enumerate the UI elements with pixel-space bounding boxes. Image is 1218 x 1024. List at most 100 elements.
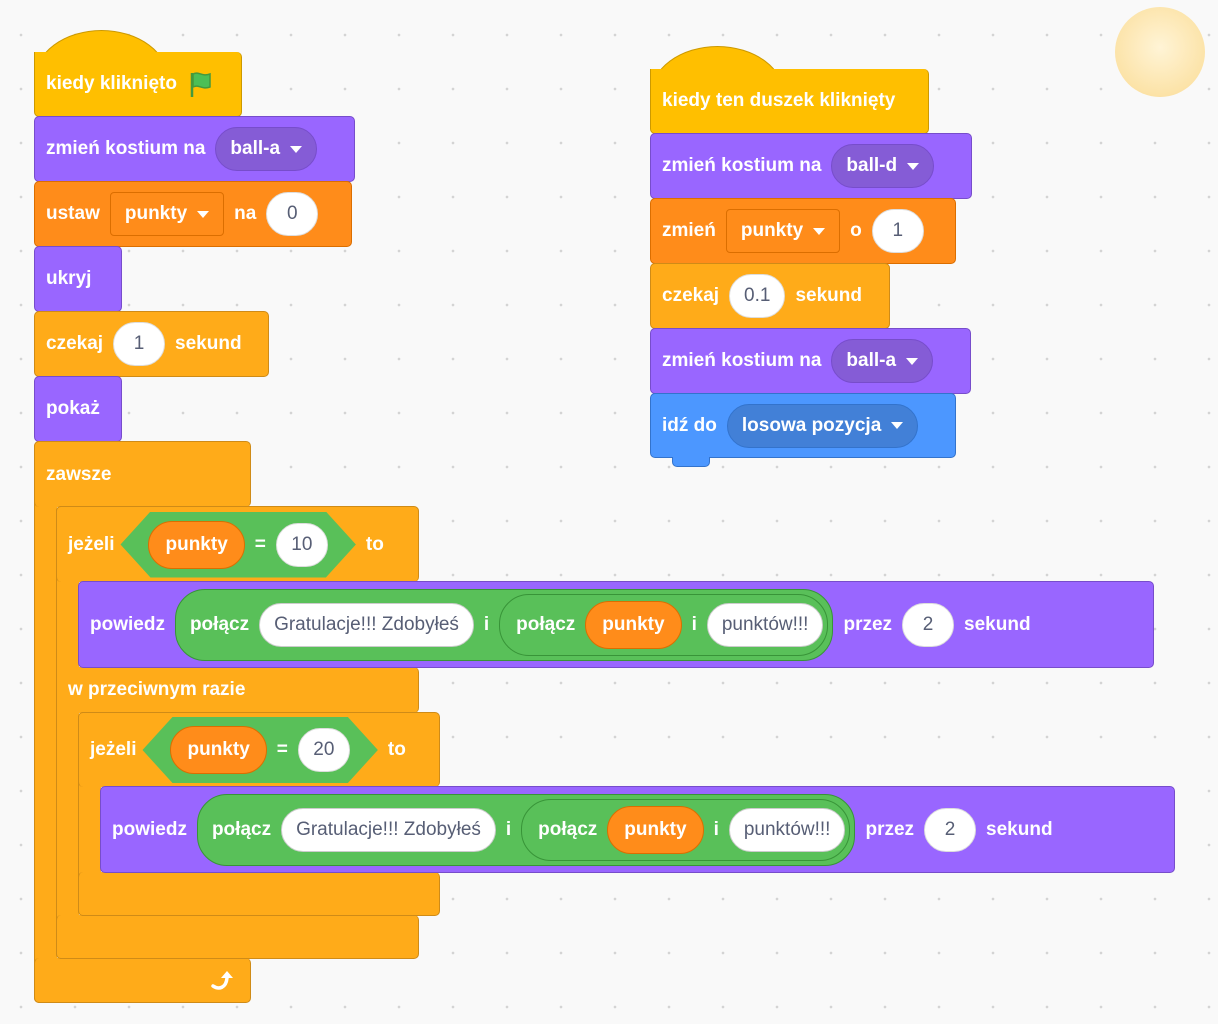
block-label: i: [505, 818, 512, 840]
dropdown-value: ball-a: [230, 138, 281, 159]
chevron-down-icon: [290, 145, 303, 153]
block-label: czekaj: [46, 333, 104, 354]
block-label: ukryj: [46, 268, 92, 289]
chevron-down-icon: [906, 357, 919, 365]
costume-dropdown[interactable]: ball-a: [215, 127, 318, 171]
dropdown-value: ball-d: [846, 155, 898, 176]
seconds-input[interactable]: 0.1: [729, 274, 786, 318]
seconds-input[interactable]: 1: [113, 322, 166, 366]
green-flag-icon: [190, 72, 211, 97]
block-label: przez: [843, 613, 893, 635]
join-operator-inner[interactable]: połącz punkty i punktów!!!: [499, 593, 829, 656]
go-to-block[interactable]: idź do losowa pozycja: [650, 393, 956, 458]
join-operator-inner[interactable]: połącz punkty i punktów!!!: [521, 798, 851, 861]
dropdown-value: losowa pozycja: [741, 414, 882, 436]
equals-operator[interactable]: punkty = 20: [142, 717, 377, 783]
block-label: zmień kostium na: [662, 155, 822, 176]
block-label: w przeciwnym razie: [68, 679, 246, 700]
block-label: połącz: [516, 613, 576, 635]
chevron-down-icon: [197, 210, 210, 218]
block-label: powiedz: [90, 613, 165, 635]
text-input[interactable]: Gratulacje!!! Zdobyłeś: [281, 807, 496, 852]
dropdown-value: punkty: [124, 203, 188, 224]
switch-costume-block[interactable]: zmień kostium na ball-d: [650, 133, 972, 199]
costume-dropdown[interactable]: ball-d: [831, 144, 935, 188]
value-input[interactable]: 0: [266, 192, 319, 236]
block-label: połącz: [189, 613, 250, 635]
chevron-down-icon: [813, 227, 826, 235]
switch-costume-block[interactable]: zmień kostium na ball-a: [34, 116, 355, 182]
if-header[interactable]: jeżeli punkty = 10 to: [56, 506, 419, 582]
block-label: sekund: [795, 285, 862, 306]
block-label: przez: [865, 818, 915, 840]
costume-dropdown[interactable]: ball-a: [831, 339, 934, 383]
block-label: połącz: [211, 818, 272, 840]
if-header[interactable]: jeżeli punkty = 20 to: [78, 712, 440, 787]
show-block[interactable]: pokaż: [34, 376, 122, 442]
forever-arm: [34, 441, 57, 1003]
block-label: sekund: [175, 333, 242, 354]
say-for-secs-block[interactable]: powiedz połącz Gratulacje!!! Zdobyłeś i …: [100, 786, 1175, 873]
variable-dropdown[interactable]: punkty: [725, 209, 841, 253]
variable-reporter[interactable]: punkty: [607, 805, 704, 854]
forever-footer: [34, 958, 251, 1003]
wait-block[interactable]: czekaj 0.1 sekund: [650, 263, 890, 329]
chevron-down-icon: [907, 162, 920, 170]
block-label: idź do: [662, 414, 717, 436]
seconds-input[interactable]: 2: [902, 602, 955, 647]
text-input[interactable]: Gratulacje!!! Zdobyłeś: [259, 602, 474, 647]
forever-header[interactable]: zawsze: [34, 441, 251, 507]
say-for-secs-block[interactable]: powiedz połącz Gratulacje!!! Zdobyłeś i …: [78, 581, 1154, 668]
wait-block[interactable]: czekaj 1 sekund: [34, 311, 269, 377]
chevron-down-icon: [891, 422, 904, 429]
variable-reporter[interactable]: punkty: [585, 600, 682, 649]
block-label: i: [713, 818, 719, 840]
block-label: sekund: [986, 818, 1053, 840]
join-operator[interactable]: połącz Gratulacje!!! Zdobyłeś i połącz p…: [174, 588, 834, 661]
block-label: to: [365, 533, 384, 555]
else-label-row: w przeciwnym razie: [56, 667, 419, 713]
block-label: pokaż: [46, 398, 100, 419]
if-footer: [56, 915, 419, 959]
set-variable-block[interactable]: ustaw punkty na 0: [34, 181, 352, 247]
block-label: czekaj: [662, 285, 720, 306]
block-label: jeżeli: [90, 739, 137, 760]
variable-dropdown[interactable]: punkty: [109, 192, 225, 236]
block-label: zmień kostium na: [46, 138, 206, 159]
hide-block[interactable]: ukryj: [34, 246, 122, 312]
change-variable-block[interactable]: zmień punkty o 1: [650, 198, 956, 264]
block-label: to: [387, 739, 406, 760]
variable-reporter[interactable]: punkty: [170, 726, 266, 774]
block-label: kiedy ten duszek kliknięty: [662, 90, 896, 111]
text-input[interactable]: punktów!!!: [728, 807, 846, 852]
block-label: połącz: [538, 818, 598, 840]
equals-sign: =: [276, 739, 288, 760]
compare-value-input[interactable]: 20: [298, 728, 350, 772]
seconds-input[interactable]: 2: [924, 807, 977, 852]
position-dropdown[interactable]: losowa pozycja: [726, 403, 919, 448]
block-label: zawsze: [46, 463, 112, 485]
dropdown-value: ball-a: [846, 350, 897, 371]
when-flag-clicked-block[interactable]: kiedy kliknięto: [34, 52, 242, 117]
value-input[interactable]: 1: [871, 209, 924, 253]
compare-value-input[interactable]: 10: [276, 523, 328, 567]
block-label: na: [234, 203, 257, 224]
block-label: sekund: [964, 613, 1031, 635]
block-label: ustaw: [46, 203, 100, 224]
block-label: i: [483, 613, 490, 635]
block-label: powiedz: [112, 818, 187, 840]
join-operator[interactable]: połącz Gratulacje!!! Zdobyłeś i połącz p…: [196, 793, 856, 866]
text-input[interactable]: punktów!!!: [706, 602, 824, 647]
block-label: zmień: [662, 220, 716, 241]
block-label: kiedy kliknięto: [46, 73, 177, 94]
switch-costume-block[interactable]: zmień kostium na ball-a: [650, 328, 971, 394]
block-label: zmień kostium na: [662, 350, 822, 371]
loop-arrow-icon: [211, 971, 233, 990]
when-sprite-clicked-block[interactable]: kiedy ten duszek kliknięty: [650, 69, 929, 134]
block-label: o: [850, 220, 862, 241]
sprite-ball[interactable]: [1115, 7, 1205, 97]
equals-operator[interactable]: punkty = 10: [120, 512, 355, 578]
dropdown-value: punkty: [740, 220, 804, 241]
block-label: jeżeli: [68, 533, 115, 555]
variable-reporter[interactable]: punkty: [148, 521, 244, 569]
